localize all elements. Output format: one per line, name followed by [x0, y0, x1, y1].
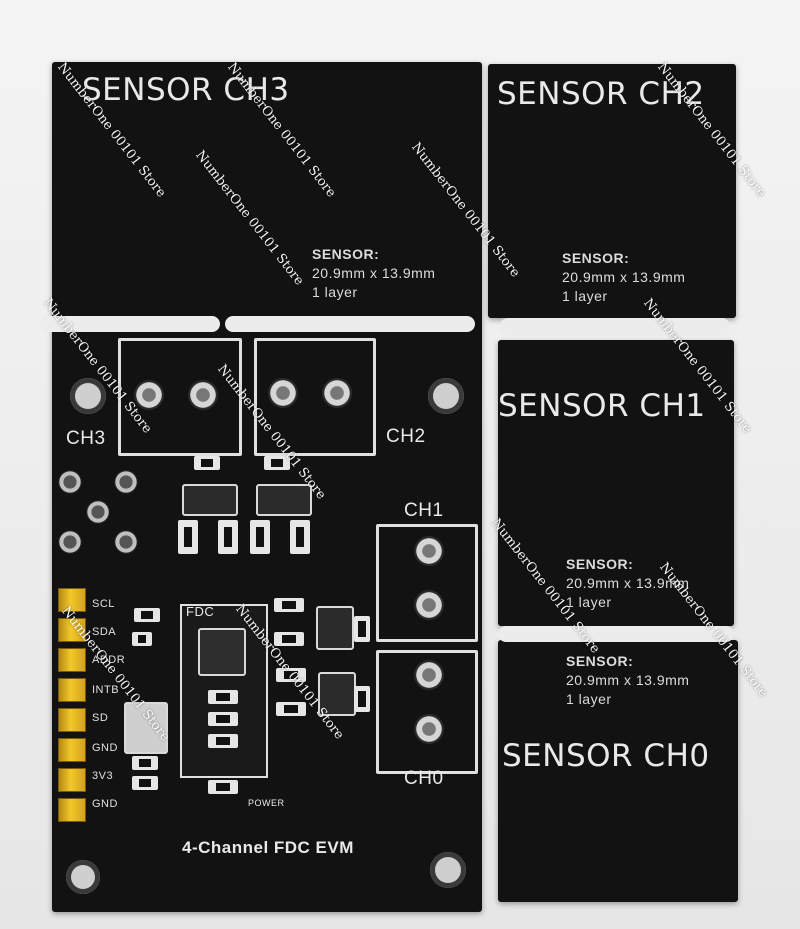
connector-label-ch0: CH0: [404, 768, 444, 789]
smd-component: [208, 780, 238, 794]
smd-component: [132, 632, 152, 646]
pin-label-gnd-2: GND: [92, 798, 118, 810]
terminal-screw: [414, 536, 444, 566]
terminal-block-ch0: [376, 650, 478, 774]
pin-label-addr: ADDR: [92, 654, 126, 666]
terminal-screw: [414, 590, 444, 620]
smd-component: [274, 598, 304, 612]
through-hole-pad: [86, 500, 110, 524]
spec-heading: SENSOR:: [562, 250, 630, 266]
smd-component: [354, 686, 370, 712]
smd-component: [354, 616, 370, 642]
smd-component: [132, 776, 158, 790]
terminal-screw: [322, 378, 352, 408]
sensor-spec-ch1: SENSOR: 20.9mm x 13.9mm 1 layer: [566, 555, 736, 612]
pin-label-3v3: 3V3: [92, 770, 114, 782]
smd-component: [276, 702, 306, 716]
spec-size: 20.9mm x 13.9mm: [312, 265, 436, 281]
header-pin: [58, 798, 86, 822]
mounting-hole: [70, 378, 106, 414]
smd-component: [134, 608, 160, 622]
sensor-panel-ch1: [498, 340, 734, 626]
through-hole-pad: [58, 470, 82, 494]
mounting-hole: [430, 852, 466, 888]
pin-label-gnd-1: GND: [92, 742, 118, 754]
terminal-screw: [188, 380, 218, 410]
pin-label-scl: SCL: [92, 598, 115, 610]
mosfet-chip: [256, 484, 312, 516]
header-pin: [58, 678, 86, 702]
through-hole-pad: [114, 470, 138, 494]
board-slot: [500, 318, 730, 336]
terminal-screw: [268, 378, 298, 408]
terminal-screw: [414, 714, 444, 744]
sensor-panel-ch2: [488, 64, 736, 318]
smd-component: [218, 520, 238, 554]
smd-component: [290, 520, 310, 554]
spec-layers: 1 layer: [566, 594, 612, 610]
smd-component: [276, 668, 306, 682]
spec-heading: SENSOR:: [312, 246, 380, 262]
sensor-chip: [124, 702, 168, 754]
sensor-label-ch0: SENSOR CH0: [502, 738, 710, 774]
smd-component: [194, 456, 220, 470]
board-title: 4-Channel FDC EVM: [182, 838, 354, 857]
header-pin: [58, 588, 86, 612]
pin-label-intb: INTB: [92, 684, 120, 696]
pin-header: [54, 588, 88, 836]
pin-label-sda: SDA: [92, 626, 117, 638]
pin-label-sd: SD: [92, 712, 109, 724]
terminal-screw: [134, 380, 164, 410]
spec-layers: 1 layer: [566, 691, 612, 707]
spec-heading: SENSOR:: [566, 556, 634, 572]
smd-component: [208, 712, 238, 726]
spec-size: 20.9mm x 13.9mm: [566, 575, 690, 591]
connector-label-ch3: CH3: [66, 428, 106, 449]
smd-component: [264, 456, 290, 470]
sensor-spec-ch0: SENSOR: 20.9mm x 13.9mm 1 layer: [566, 652, 736, 709]
header-pin: [58, 618, 86, 642]
spec-size: 20.9mm x 13.9mm: [562, 269, 686, 285]
header-pin: [58, 708, 86, 732]
smd-component: [250, 520, 270, 554]
header-pin: [58, 648, 86, 672]
sensor-label-ch3: SENSOR CH3: [82, 72, 290, 108]
fdc-label: FDC: [186, 604, 215, 619]
through-hole-pad: [114, 530, 138, 554]
smd-component: [178, 520, 198, 554]
terminal-block-ch1: [376, 524, 478, 642]
inductor-chip: [316, 606, 354, 650]
power-label: POWER: [248, 798, 285, 808]
connector-label-ch2: CH2: [386, 426, 426, 447]
board-slot: [225, 316, 475, 332]
spec-layers: 1 layer: [562, 288, 608, 304]
header-pin: [58, 768, 86, 792]
smd-component: [208, 734, 238, 748]
sensor-label-ch2: SENSOR CH2: [497, 76, 705, 112]
sensor-spec-ch2: SENSOR: 20.9mm x 13.9mm 1 layer: [562, 249, 732, 306]
mounting-hole: [428, 378, 464, 414]
through-hole-pad: [58, 530, 82, 554]
spec-layers: 1 layer: [312, 284, 358, 300]
spec-heading: SENSOR:: [566, 653, 634, 669]
smd-component: [132, 756, 158, 770]
mosfet-chip: [182, 484, 238, 516]
header-pin: [58, 738, 86, 762]
sensor-label-ch1: SENSOR CH1: [498, 388, 706, 424]
connector-label-ch1: CH1: [404, 500, 444, 521]
spec-size: 20.9mm x 13.9mm: [566, 672, 690, 688]
mounting-hole: [66, 860, 100, 894]
smd-component: [208, 690, 238, 704]
board-slot: [40, 316, 220, 332]
smd-component: [274, 632, 304, 646]
sensor-spec-ch3: SENSOR: 20.9mm x 13.9mm 1 layer: [312, 245, 482, 302]
board-slot: [498, 626, 734, 642]
sensor-panel-ch0: [498, 640, 738, 902]
fdc-chip: [198, 628, 246, 676]
terminal-screw: [414, 660, 444, 690]
